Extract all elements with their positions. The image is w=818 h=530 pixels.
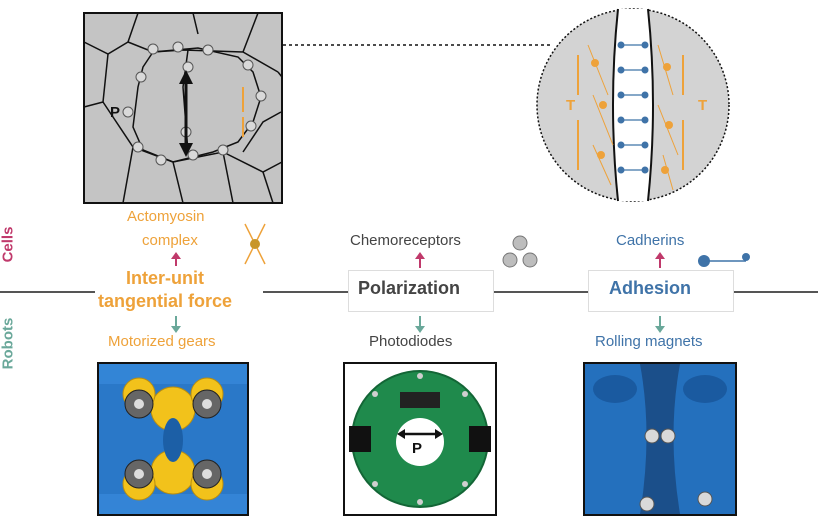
actomyosin-label-1: Actomyosin <box>127 208 205 225</box>
junction-zoom-circle <box>536 8 730 202</box>
actomyosin-label-2: complex <box>142 232 198 249</box>
mechanism-3: Adhesion <box>609 278 692 298</box>
photo-polarity-label: P <box>412 440 423 457</box>
mechanism-box-1 <box>95 266 263 316</box>
rolling-magnets-photo <box>583 362 737 516</box>
motorized-gears-photo <box>97 362 249 516</box>
robot-label-3: Rolling magnets <box>595 333 703 350</box>
robot-arrow-2 <box>419 316 421 328</box>
robots-side-label: Robots <box>0 317 17 370</box>
cadherin-icon <box>698 253 750 267</box>
zoom-connector <box>283 44 553 46</box>
mechanism-1-line2: tangential force <box>98 291 233 311</box>
cell-arrow-1 <box>175 254 177 268</box>
cells-side-label: Cells <box>0 226 17 263</box>
robot-label-2: Photodiodes <box>369 333 453 350</box>
robot-arrow-head-1 <box>171 326 181 333</box>
robot-arrow-1 <box>175 316 177 328</box>
cell-arrow-2 <box>419 254 421 268</box>
photodiodes-photo <box>343 362 497 516</box>
cell-label-2: Chemoreceptors <box>350 232 461 249</box>
robot-arrow-3 <box>659 316 661 328</box>
tissue-polarity-label: P <box>110 104 121 121</box>
actomyosin-icon <box>244 223 266 265</box>
mechanism-2: Polarization <box>358 278 461 298</box>
mechanism-box-3 <box>588 270 734 312</box>
cell-arrow-3 <box>659 254 661 268</box>
robot-arrow-head-3 <box>655 326 665 333</box>
mechanism-box-2 <box>348 270 494 312</box>
chemoreceptor-icon <box>502 235 538 268</box>
cell-label-3: Cadherins <box>616 232 685 249</box>
cell-arrow-head-1 <box>171 252 181 259</box>
cell-arrow-head-2 <box>415 252 425 259</box>
robot-arrow-head-2 <box>415 326 425 333</box>
tension-right-label: T <box>698 97 708 114</box>
tension-left-label: T <box>566 97 576 114</box>
tissue-diagram <box>83 12 283 204</box>
mechanism-1-line1: Inter-unit <box>126 268 204 288</box>
cell-arrow-head-3 <box>655 252 665 259</box>
robot-label-1: Motorized gears <box>108 333 216 350</box>
